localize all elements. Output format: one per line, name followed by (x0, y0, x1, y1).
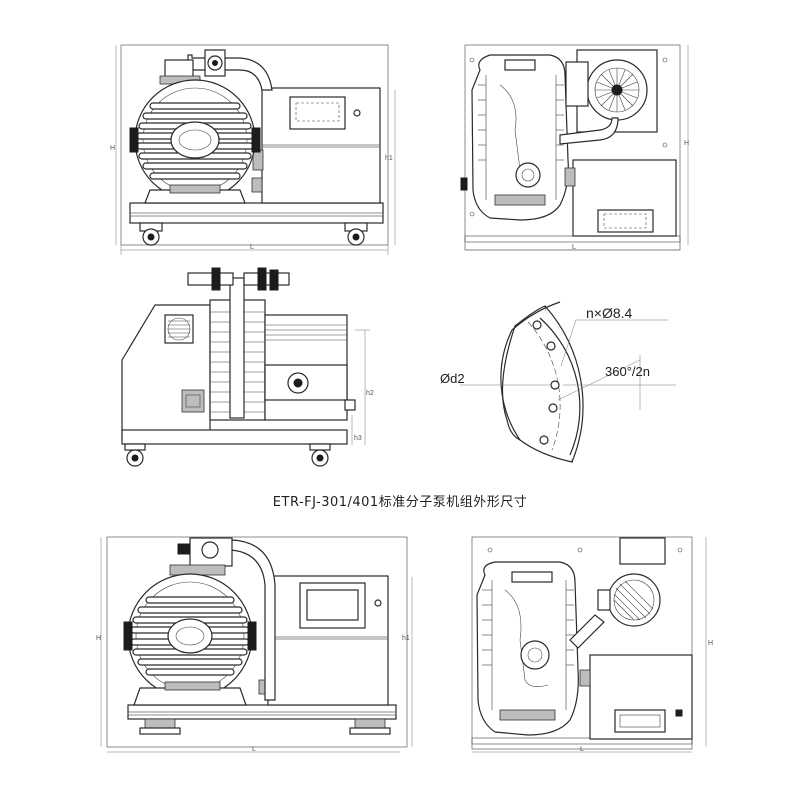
flange-detail: n×Ø8.4 360°/2n Ød2 (440, 301, 676, 463)
height-h2-label: h2 (366, 390, 374, 397)
drawing-caption: ETR-FJ-301/401标准分子泵机组外形尺寸 (272, 495, 528, 510)
length-label: L (250, 244, 254, 251)
fan-hatch-401 (613, 580, 654, 621)
pitch-diameter-label: Ød2 (440, 371, 465, 386)
vent-grille (168, 320, 190, 338)
height-label: H (110, 145, 115, 152)
height-h1-label: h1 (402, 635, 410, 642)
height-h3-label: h3 (354, 435, 362, 442)
side-fins-301 (478, 84, 564, 161)
length-label: L (572, 244, 576, 251)
height-label: H (96, 635, 101, 642)
length-label: L (252, 746, 256, 753)
angle-label: 360°/2n (605, 364, 650, 379)
side-view-middle: h2 h3 (121, 267, 374, 467)
front-view-301: L H h1 (110, 44, 396, 255)
holes-label: n×Ø8.4 (586, 305, 633, 321)
height-label: H (684, 140, 689, 147)
front-view-401: L H h1 (96, 536, 413, 753)
height-label: H (708, 640, 713, 647)
side-fins-401 (482, 589, 574, 666)
molecular-pump-rings (265, 324, 347, 341)
side-view-401: L H (471, 536, 713, 753)
length-label: L (580, 746, 584, 753)
height-h1-label: h1 (385, 155, 393, 162)
side-view-301: L H (460, 44, 689, 251)
